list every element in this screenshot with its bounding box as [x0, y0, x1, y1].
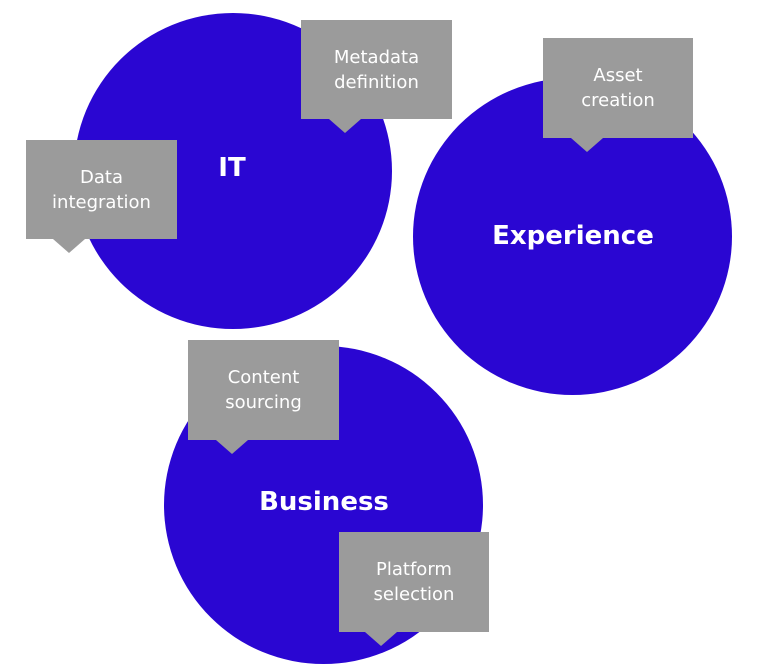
asset-creation-callout: Asset creation [543, 38, 693, 152]
it-label: IT [218, 153, 246, 183]
asset-creation-line-1: Asset [593, 65, 643, 86]
metadata-definition-callout: Metadata definition [301, 20, 452, 133]
platform-selection-line-2: selection [373, 584, 455, 605]
business-label: Business [259, 487, 389, 517]
content-sourcing-line-1: Content [227, 367, 300, 388]
callout-tail [365, 632, 397, 646]
content-sourcing-line-2: sourcing [225, 392, 302, 413]
content-sourcing-callout: Content sourcing [188, 340, 339, 454]
callout-tail [571, 138, 603, 152]
data-integration-line-1: Data [80, 166, 123, 188]
callout-tail [216, 440, 248, 454]
data-integration-line-2: integration [52, 191, 151, 213]
asset-creation-line-2: creation [581, 90, 655, 111]
callout-tail [53, 239, 85, 253]
experience-label: Experience [492, 221, 654, 251]
callout-tail [329, 119, 361, 133]
metadata-line-2: definition [334, 71, 419, 93]
platform-selection-line-1: Platform [376, 559, 452, 580]
metadata-line-1: Metadata [333, 46, 420, 68]
data-integration-callout: Data integration [26, 140, 177, 253]
platform-selection-callout: Platform selection [339, 532, 489, 646]
